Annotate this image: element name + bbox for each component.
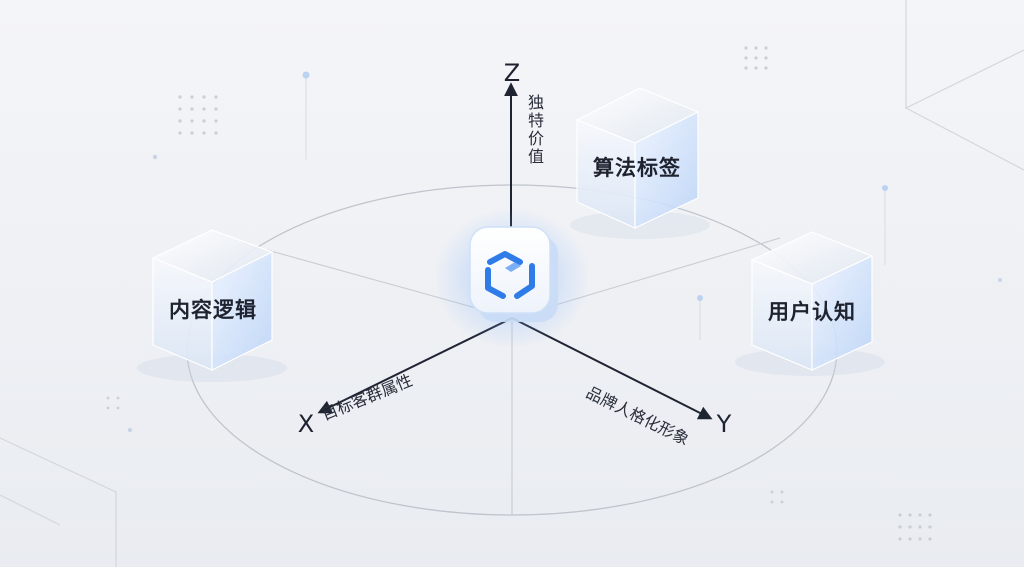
decorative-pins xyxy=(127,71,1002,433)
cube-content-label: 内容逻辑 xyxy=(169,298,257,322)
decorative-dots xyxy=(106,46,932,541)
cube-content xyxy=(137,229,287,382)
cube-user-label: 用户认知 xyxy=(768,300,856,324)
y-axis-letter: Y xyxy=(716,410,732,438)
cube-algorithm-label: 算法标签 xyxy=(593,156,681,180)
z-axis-letter: Z xyxy=(503,59,521,87)
cube-algorithm xyxy=(570,87,710,239)
x-axis-letter: X xyxy=(297,410,315,438)
brand-logo-icon xyxy=(469,226,558,322)
cube-user xyxy=(735,231,885,376)
z-axis-label: 独特价值 xyxy=(525,94,544,166)
